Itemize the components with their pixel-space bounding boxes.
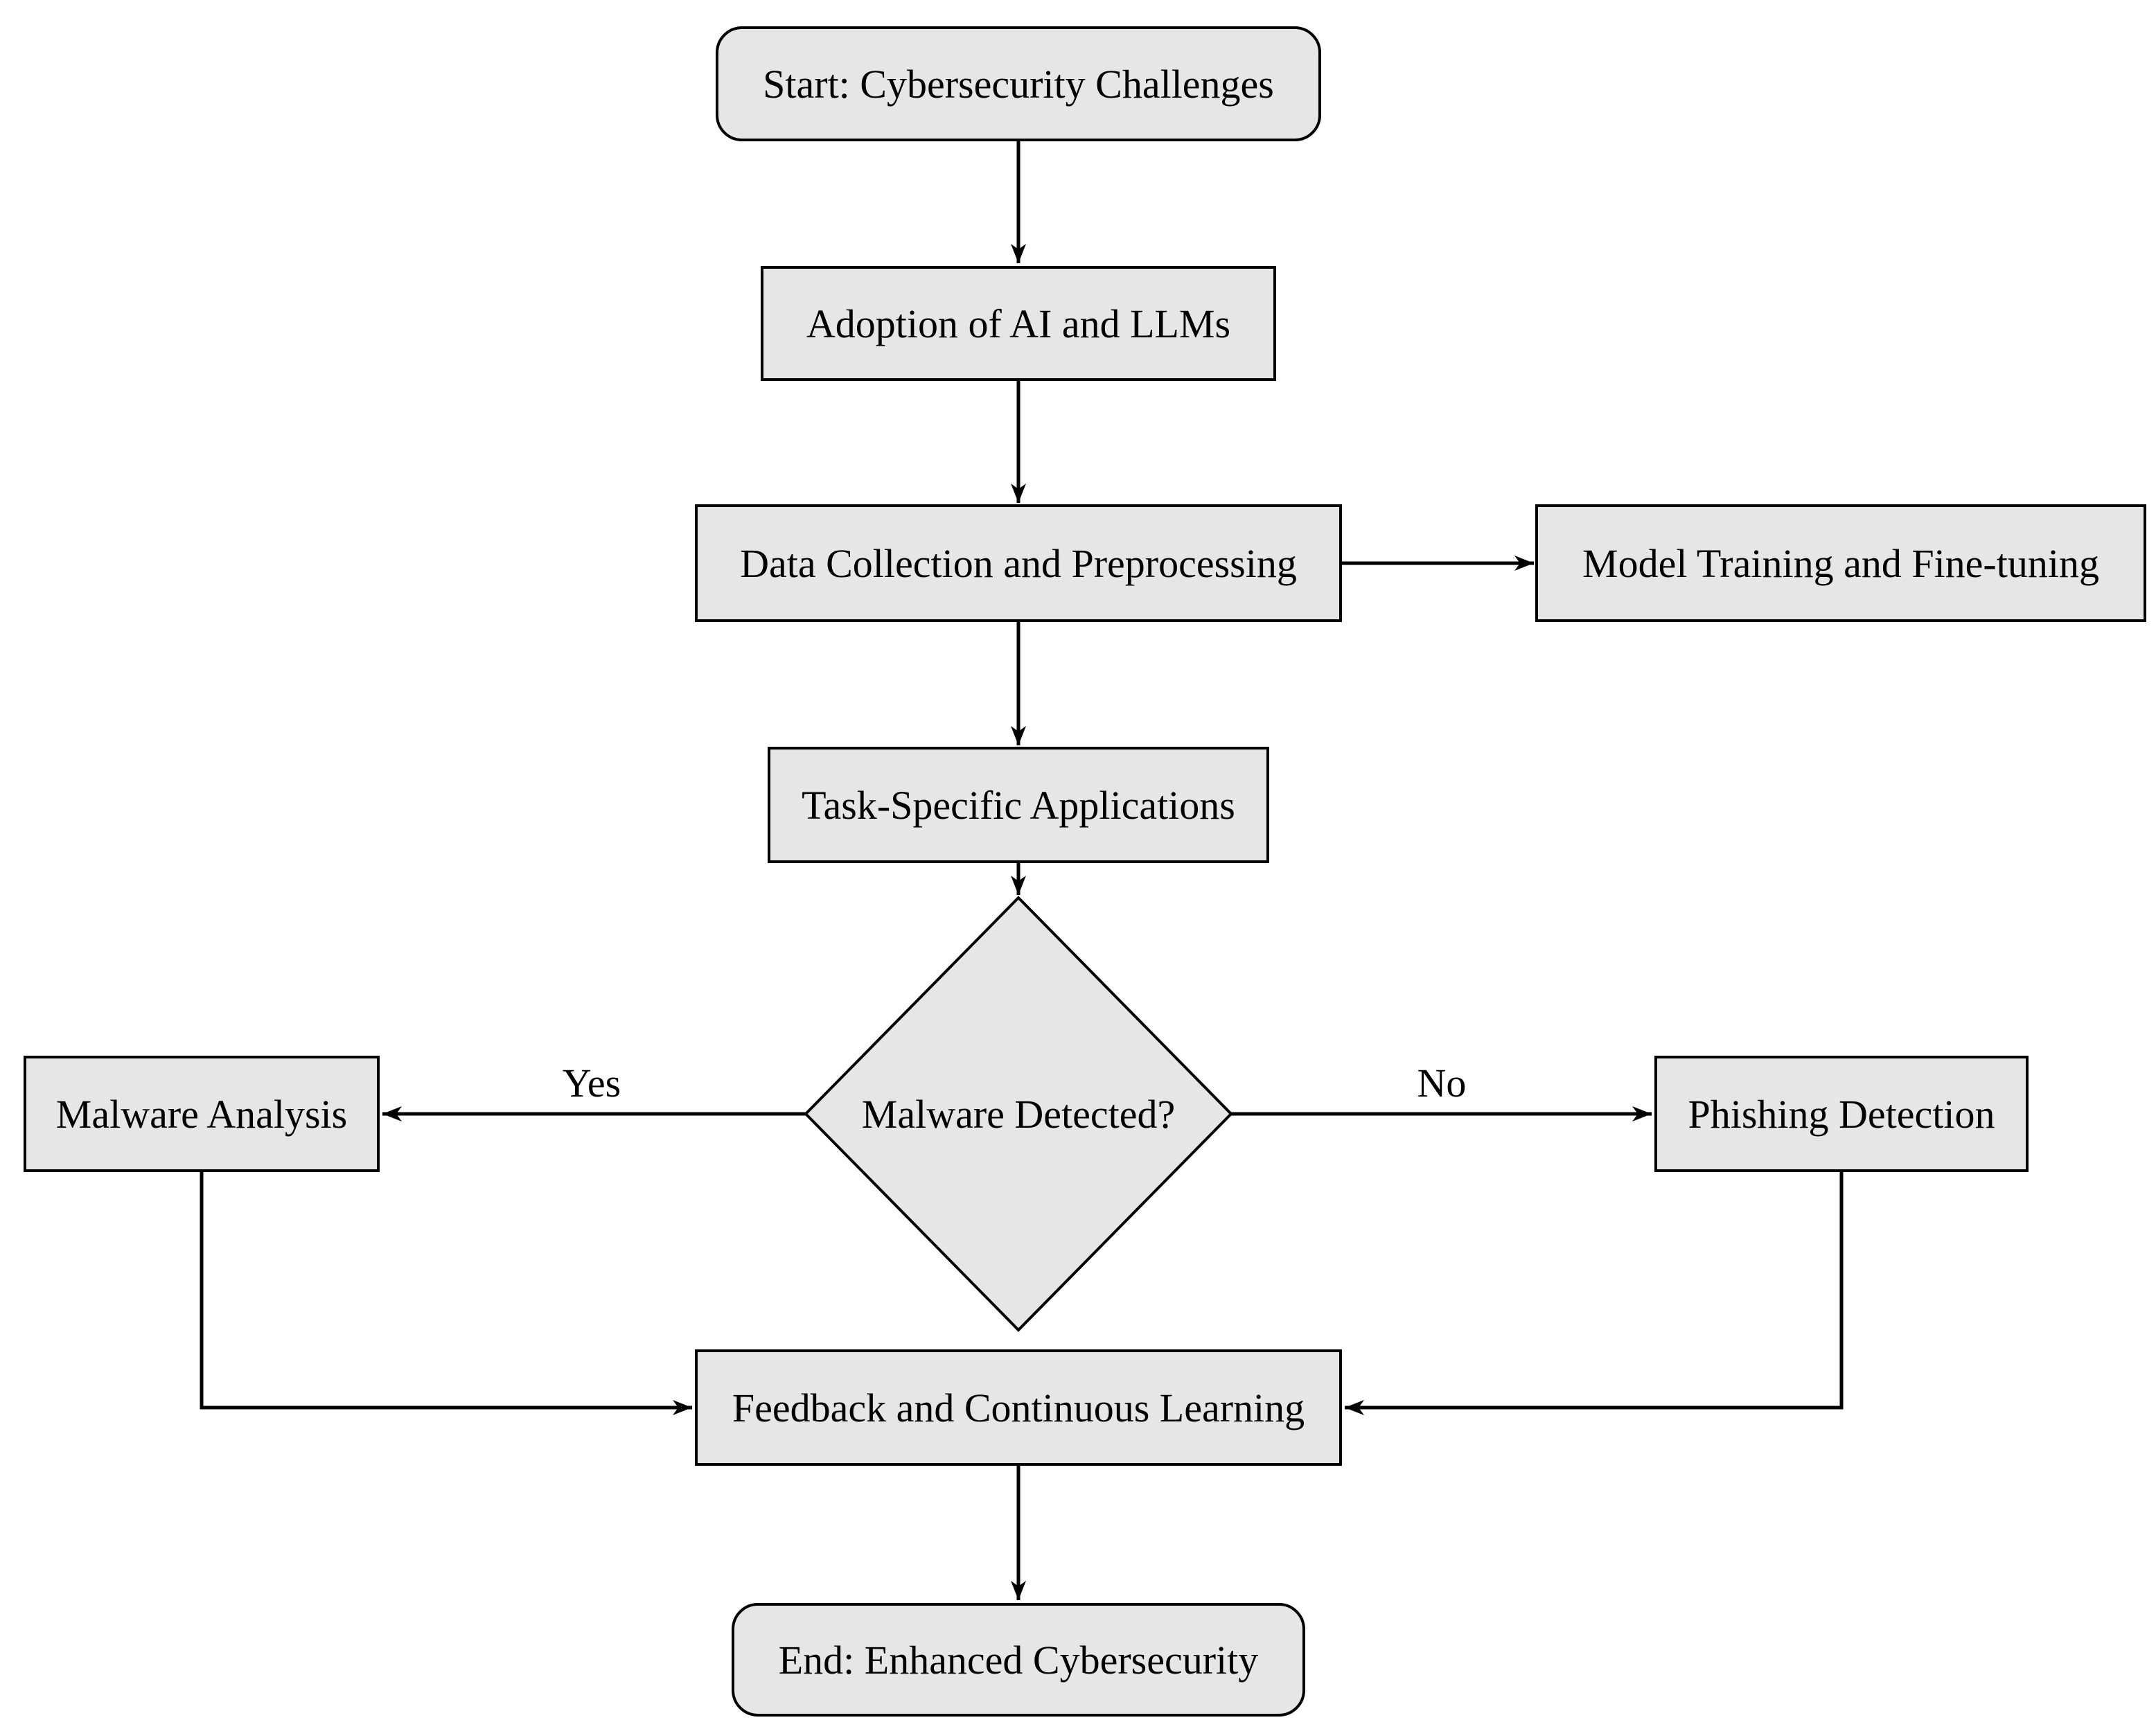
edge-label-no: No	[1417, 1061, 1467, 1106]
node-task-specific-label: Task-Specific Applications	[802, 783, 1235, 828]
node-start	[716, 26, 1321, 141]
node-feedback	[695, 1349, 1342, 1466]
node-decision-label: Malware Detected?	[862, 1092, 1175, 1137]
node-feedback-label: Feedback and Continuous Learning	[732, 1385, 1305, 1430]
edge-malware-analysis-feedback	[200, 1171, 692, 1415]
node-data-collection	[695, 504, 1342, 622]
node-start-label: Start: Cybersecurity Challenges	[763, 62, 1274, 107]
node-data-collection-label: Data Collection and Preprocessing	[740, 541, 1297, 586]
node-decision-diamond	[804, 896, 1233, 1332]
node-malware-analysis-label: Malware Analysis	[56, 1092, 347, 1137]
node-phishing-detection	[1654, 1056, 2029, 1172]
node-task-specific	[768, 747, 1269, 863]
node-malware-analysis	[24, 1056, 380, 1172]
node-model-training	[1535, 504, 2146, 622]
node-adoption-label: Adoption of AI and LLMs	[806, 301, 1230, 346]
node-model-training-label: Model Training and Fine-tuning	[1582, 541, 2099, 586]
edge-label-yes: Yes	[563, 1061, 621, 1106]
node-end-label: End: Enhanced Cybersecurity	[779, 1638, 1259, 1683]
node-adoption	[761, 266, 1276, 381]
node-end	[732, 1603, 1305, 1717]
node-phishing-detection-label: Phishing Detection	[1688, 1092, 1995, 1137]
edge-phishing-detection-feedback	[1345, 1171, 1844, 1415]
